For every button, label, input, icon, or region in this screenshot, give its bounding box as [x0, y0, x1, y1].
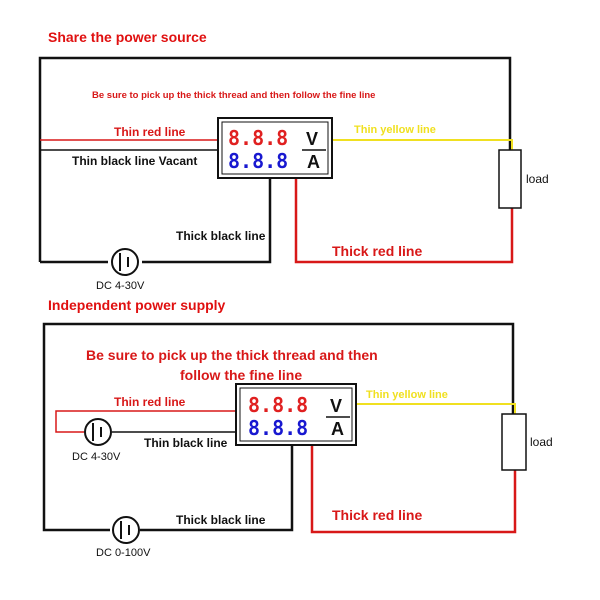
- bottom-diagram: Independent power supply load DC 4-30V D…: [42, 297, 553, 559]
- bottom-thick-red-label: Thick red line: [332, 507, 422, 523]
- bottom-thin-red-label: Thin red line: [114, 395, 186, 409]
- bottom-thick-red-wire: [310, 445, 517, 534]
- top-thick-black-label: Thick black line: [176, 229, 266, 243]
- bottom-meter-volt-unit: V: [330, 396, 342, 416]
- top-thin-red-label: Thin red line: [114, 125, 186, 139]
- bottom-black-wire-loop: [42, 322, 515, 532]
- bottom-load-label: load: [530, 435, 553, 449]
- bottom-meter-dc-source: [84, 418, 112, 446]
- bottom-meter-amps-digits: 8.8.8: [248, 416, 308, 440]
- top-diagram: Share the power source load DC 4-30V 8.8…: [38, 29, 549, 292]
- top-thin-black-label: Thin black line Vacant: [72, 154, 197, 168]
- top-meter-amps-digits: 8.8.8: [228, 149, 288, 173]
- bottom-meter-dc-source-label: DC 4-30V: [72, 451, 121, 463]
- bottom-meter-volts-digits: 8.8.8: [248, 393, 308, 417]
- top-load-label: load: [526, 172, 549, 186]
- top-dc-source: [111, 248, 139, 276]
- top-black-wire-loop: [38, 56, 512, 262]
- top-thick-red-label: Thick red line: [332, 243, 422, 259]
- top-thick-red-wire: [294, 178, 514, 264]
- top-meter-volts-digits: 8.8.8: [228, 126, 288, 150]
- top-note: Be sure to pick up the thick thread and …: [92, 90, 375, 101]
- top-load-resistor: [498, 149, 522, 209]
- bottom-load-dc-source-label: DC 0-100V: [96, 547, 151, 559]
- bottom-thin-yellow-label: Thin yellow line: [366, 389, 448, 401]
- bottom-meter-amp-unit: A: [331, 419, 344, 439]
- top-thick-black-wire-meter: [142, 178, 272, 264]
- bottom-note-line1: Be sure to pick up the thick thread and …: [86, 347, 378, 363]
- bottom-thick-black-wire: [140, 445, 294, 532]
- top-thin-yellow-label: Thin yellow line: [354, 124, 436, 136]
- bottom-meter: 8.8.8 8.8.8 V A: [235, 383, 357, 446]
- bottom-load-resistor: [501, 413, 527, 471]
- top-dc-source-label: DC 4-30V: [96, 280, 145, 292]
- top-meter: 8.8.8 8.8.8 V A: [217, 117, 333, 179]
- bottom-title: Independent power supply: [48, 297, 226, 313]
- bottom-thin-yellow-wire: [356, 403, 516, 414]
- bottom-note-line2: follow the fine line: [180, 367, 302, 383]
- bottom-load-dc-source: [112, 516, 140, 544]
- bottom-thin-red-wire: [55, 410, 236, 433]
- top-thin-yellow-wire: [332, 139, 513, 150]
- top-meter-amp-unit: A: [307, 152, 320, 172]
- top-meter-volt-unit: V: [306, 129, 318, 149]
- top-title: Share the power source: [48, 29, 207, 45]
- bottom-thick-black-label: Thick black line: [176, 513, 266, 527]
- bottom-thin-black-label: Thin black line: [144, 436, 228, 450]
